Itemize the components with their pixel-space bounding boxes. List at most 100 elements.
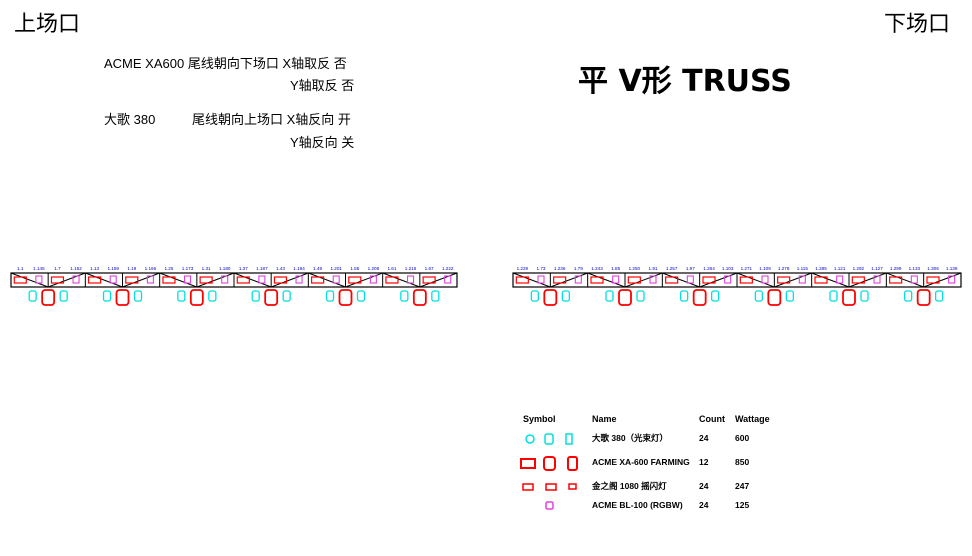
fixture-id-label: 1.7 <box>54 266 61 271</box>
truss-diagonal <box>419 272 458 288</box>
legend-name: ACME BL-100 (RGBW) <box>592 500 683 510</box>
strobe-fixture-icon <box>665 276 679 284</box>
wash-fixture-icon <box>444 275 452 284</box>
beam-fixture-icon <box>935 290 944 302</box>
legend-header-name: Name <box>592 414 617 424</box>
truss-diagonal <box>382 272 421 288</box>
fixture-id-label: 1.127 <box>871 266 883 271</box>
fixture-id-label: 1.166 <box>145 266 157 271</box>
truss-diagonal <box>587 272 626 288</box>
truss-diagonal <box>196 272 235 288</box>
legend-count: 24 <box>699 500 709 510</box>
spot-fixture-icon <box>618 289 632 306</box>
beam-fixture-icon <box>59 290 68 302</box>
strobe-fixture-icon <box>739 276 753 284</box>
spot-fixture-icon <box>412 289 427 306</box>
truss-diagonal <box>550 272 588 288</box>
beam-fixture-icon <box>325 290 335 302</box>
red-strobe-icon <box>522 483 577 491</box>
wash-fixture-icon <box>798 275 806 284</box>
strobe-fixture-icon <box>926 276 940 284</box>
legend-header-wattage: Wattage <box>735 414 770 424</box>
stage-left-label: 上场口 <box>14 11 81 36</box>
wash-fixture-icon <box>686 275 694 284</box>
strobe-fixture-icon <box>553 276 567 284</box>
wash-fixture-icon <box>72 275 80 284</box>
strobe-fixture-icon <box>851 276 865 284</box>
stage-right-label: 下场口 <box>883 11 950 36</box>
spot-fixture-icon <box>767 289 782 306</box>
fixture-id-label: 1.208 <box>368 266 380 271</box>
strobe-fixture-icon <box>385 276 399 284</box>
wash-fixture-icon <box>873 275 881 284</box>
beam-fixture-icon <box>251 290 260 302</box>
fixture-id-label: 1.271 <box>741 266 753 271</box>
fixture-id-label: 1.103 <box>722 266 734 271</box>
wash-fixture-icon <box>724 275 732 284</box>
wash-fixture-icon <box>537 275 545 284</box>
spot-fixture-icon <box>842 289 856 306</box>
truss-diagonal <box>122 272 160 288</box>
legend-row: ACME BL-100 (RGBW) 24 125 <box>0 497 972 513</box>
beam-fixture-icon <box>636 290 645 302</box>
spot-fixture-icon <box>916 289 931 306</box>
wash-fixture-icon <box>761 275 769 284</box>
fixture-id-label: 1.306 <box>927 266 939 271</box>
fixture-id-label: 1.243 <box>591 266 603 271</box>
legend-row: 大歌 380（光束灯） 24 600 <box>0 430 972 446</box>
fixture-id-label: 1.229 <box>517 266 529 271</box>
fixture-id-label: 1.79 <box>574 266 583 271</box>
wash-fixture-icon <box>612 275 620 284</box>
fixture-id-label: 1.19 <box>127 266 136 271</box>
beam-fixture-icon <box>102 290 112 302</box>
fixture-id-label: 1.61 <box>387 266 396 271</box>
legend-count: 12 <box>699 457 709 467</box>
beam-fixture-icon <box>605 290 614 302</box>
note-dage-x: 尾线朝向上场口 X轴反向 开 <box>192 112 351 127</box>
truss-diagonal <box>159 272 198 288</box>
wash-fixture-icon <box>221 275 229 284</box>
strobe-fixture-icon <box>88 276 102 284</box>
beam-fixture-icon <box>785 290 794 302</box>
wash-fixture-icon <box>369 275 377 284</box>
wash-fixture-icon <box>109 275 117 284</box>
strobe-fixture-icon <box>702 276 716 284</box>
wash-fixture-icon <box>35 275 43 284</box>
strobe-fixture-icon <box>889 276 903 284</box>
truss-diagonal <box>662 272 700 288</box>
fixture-id-label: 1.25 <box>164 266 173 271</box>
fixture-id-label: 1.285 <box>815 266 827 271</box>
beam-fixture-icon <box>400 290 409 302</box>
strobe-fixture-icon <box>814 276 828 284</box>
note-dage-name: 大歌 380 <box>104 112 156 127</box>
fixture-id-label: 1.1 <box>17 266 24 271</box>
beam-fixture-icon <box>356 290 366 302</box>
fixture-id-label: 1.264 <box>703 266 715 271</box>
fixture-id-label: 1.37 <box>239 266 248 271</box>
fixture-id-label: 1.109 <box>759 266 771 271</box>
legend-name: ACME XA-600 FARMING <box>592 457 690 467</box>
beam-fixture-icon <box>133 290 143 302</box>
fixture-id-label: 1.91 <box>649 266 658 271</box>
beam-fixture-icon <box>711 290 720 302</box>
legend-name: 大歌 380（光束灯） <box>592 433 669 443</box>
beam-fixture-icon <box>177 290 186 302</box>
spot-fixture-icon <box>189 289 204 306</box>
fixture-id-label: 1.31 <box>202 266 211 271</box>
fixture-id-label: 1.187 <box>256 266 268 271</box>
fixture-id-label: 1.121 <box>834 266 846 271</box>
strobe-fixture-icon <box>236 276 250 284</box>
spot-fixture-icon <box>692 289 707 306</box>
strobe-fixture-icon <box>422 276 436 284</box>
truss-diagonal <box>10 272 49 288</box>
truss-diagonal <box>848 272 887 288</box>
legend-row: 金之阁 1080 摇闪灯 24 247 <box>0 478 972 494</box>
legend-name: 金之阁 1080 摇闪灯 <box>592 481 667 491</box>
wash-fixture-icon <box>332 275 340 284</box>
legend-wattage: 600 <box>735 433 750 443</box>
strobe-fixture-icon <box>627 276 641 284</box>
fixture-id-label: 1.97 <box>686 266 695 271</box>
fixture-id-label: 1.250 <box>629 266 641 271</box>
